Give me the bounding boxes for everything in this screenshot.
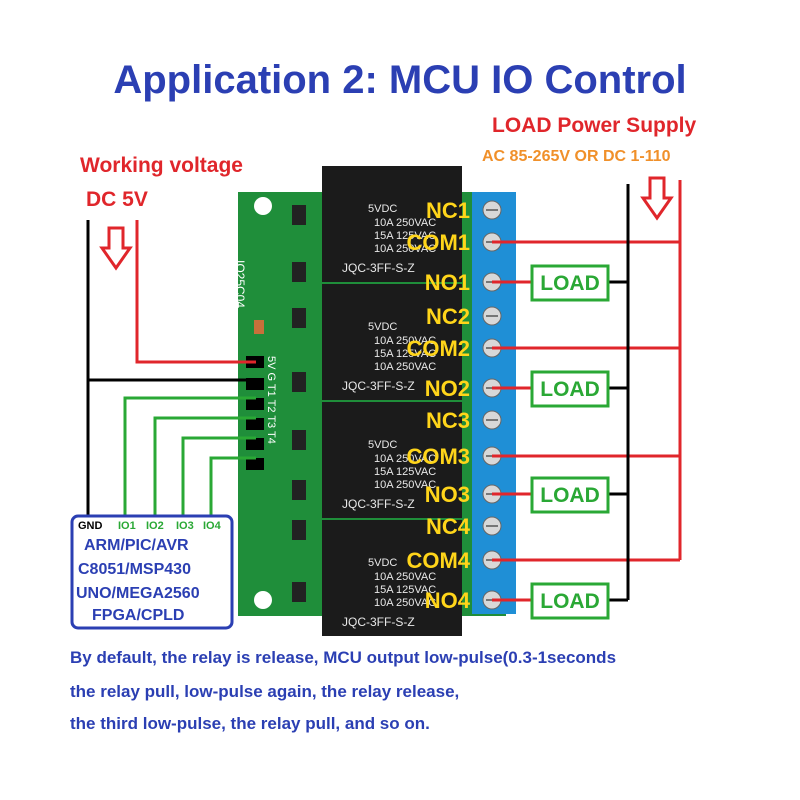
load-box-2 <box>530 370 610 408</box>
mcu-box <box>70 514 234 630</box>
relay-model-text: JQC-3FF-S-Z <box>342 497 415 511</box>
description-line-3: the third low-pulse, the relay pull, and… <box>70 714 430 733</box>
relay-rating-text: 5VDC <box>368 203 397 215</box>
mcu-platform-label: ARM/PIC/AVR <box>84 537 189 554</box>
working-voltage-value: DC 5V <box>86 188 148 211</box>
description-line-2: the relay pull, low-pulse again, the rel… <box>70 682 460 701</box>
page-title: Application 2: MCU IO Control <box>113 58 687 102</box>
terminal-label: NC4 <box>426 514 471 539</box>
terminal-label: COM4 <box>406 548 470 573</box>
relay-rating-text: 5VDC <box>368 557 397 569</box>
terminal-label: NC1 <box>426 198 470 223</box>
working-voltage-label: Working voltage <box>80 154 243 177</box>
load-box-3 <box>530 476 610 514</box>
terminal-label: NO3 <box>425 482 470 507</box>
load-label: LOAD <box>540 272 600 295</box>
board-model-label: IO25C04 <box>233 260 247 308</box>
smd-component <box>292 480 306 500</box>
relay-rating-text: 5VDC <box>368 439 397 451</box>
load-power-supply-range: AC 85-265V OR DC 1-110 <box>482 148 671 165</box>
relay-rating-text: 10A 250VAC <box>374 571 436 583</box>
relay-rating-text: 10A 250VAC <box>374 243 436 255</box>
mcu-pin-label: IO2 <box>146 520 164 532</box>
relay-rating-text: 10A 250VAC <box>374 335 436 347</box>
load-power-supply-label: LOAD Power Supply <box>492 114 697 137</box>
relay-model-text: JQC-3FF-S-Z <box>342 615 415 629</box>
smd-component <box>292 205 306 225</box>
supply-arrow-left <box>99 226 133 271</box>
smd-component <box>292 430 306 450</box>
relay-1 <box>322 166 462 282</box>
terminal-label: NC3 <box>426 408 470 433</box>
mcu-platform-label: C8051/MSP430 <box>78 561 191 578</box>
terminal-label: NO2 <box>425 376 470 401</box>
terminal-label: COM3 <box>406 444 470 469</box>
terminal-label: COM1 <box>406 230 470 255</box>
mcu-platform-label: FPGA/CPLD <box>92 607 184 624</box>
relay-2 <box>322 284 462 400</box>
mount-hole <box>254 197 272 215</box>
relay-rating-text: 15A 125VAC <box>374 230 436 242</box>
relay-model-text: JQC-3FF-S-Z <box>342 261 415 275</box>
load-label: LOAD <box>540 484 600 507</box>
mcu-pin-label: IO4 <box>203 520 222 532</box>
relay-rating-text: 15A 125VAC <box>374 466 436 478</box>
terminal-label: COM2 <box>406 336 470 361</box>
relay-3 <box>322 402 462 518</box>
mcu-pin-label: IO3 <box>176 520 194 532</box>
terminal-block <box>472 192 516 614</box>
smd-component <box>292 372 306 392</box>
terminal-label: NO4 <box>425 588 471 613</box>
relay-rating-text: 10A 250VAC <box>374 479 436 491</box>
relay-rating-text: 10A 250VAC <box>374 361 436 373</box>
relay-rating-text: 10A 250VAC <box>374 217 436 229</box>
load-labels: LOAD LOAD LOAD LOAD <box>540 272 600 613</box>
relay-4 <box>322 520 462 636</box>
load-label: LOAD <box>540 378 600 401</box>
mcu-pin-label: GND <box>78 520 103 532</box>
load-box-4 <box>530 582 610 620</box>
relay-rating-text: 5VDC <box>368 321 397 333</box>
load-label: LOAD <box>540 590 600 613</box>
supply-arrow-right <box>640 176 674 221</box>
load-wiring <box>492 180 682 602</box>
relay-model-text: JQC-3FF-S-Z <box>342 379 415 393</box>
relay-rating-text: 10A 250VAC <box>374 597 436 609</box>
board-pin-labels: 5V G T1 T2 T3 T4 <box>265 356 277 444</box>
terminal-label: NO1 <box>425 270 470 295</box>
mcu-pin-label: IO1 <box>118 520 136 532</box>
relay-rating-text: 10A 250VAC <box>374 453 436 465</box>
header-pins <box>246 356 264 470</box>
mount-hole <box>254 591 272 609</box>
terminal-label: NC2 <box>426 304 470 329</box>
smd-component <box>292 520 306 540</box>
smd-component <box>292 262 306 282</box>
relay-rating-text: 15A 125VAC <box>374 584 436 596</box>
description-line-1: By default, the relay is release, MCU ou… <box>70 648 617 667</box>
mcu-platform-label: UNO/MEGA2560 <box>76 585 200 602</box>
smd-component <box>292 582 306 602</box>
mcu-wiring <box>86 220 256 516</box>
relay-rating-text: 15A 125VAC <box>374 348 436 360</box>
smd-led <box>254 320 264 334</box>
smd-component <box>292 308 306 328</box>
load-box-1 <box>530 264 610 302</box>
